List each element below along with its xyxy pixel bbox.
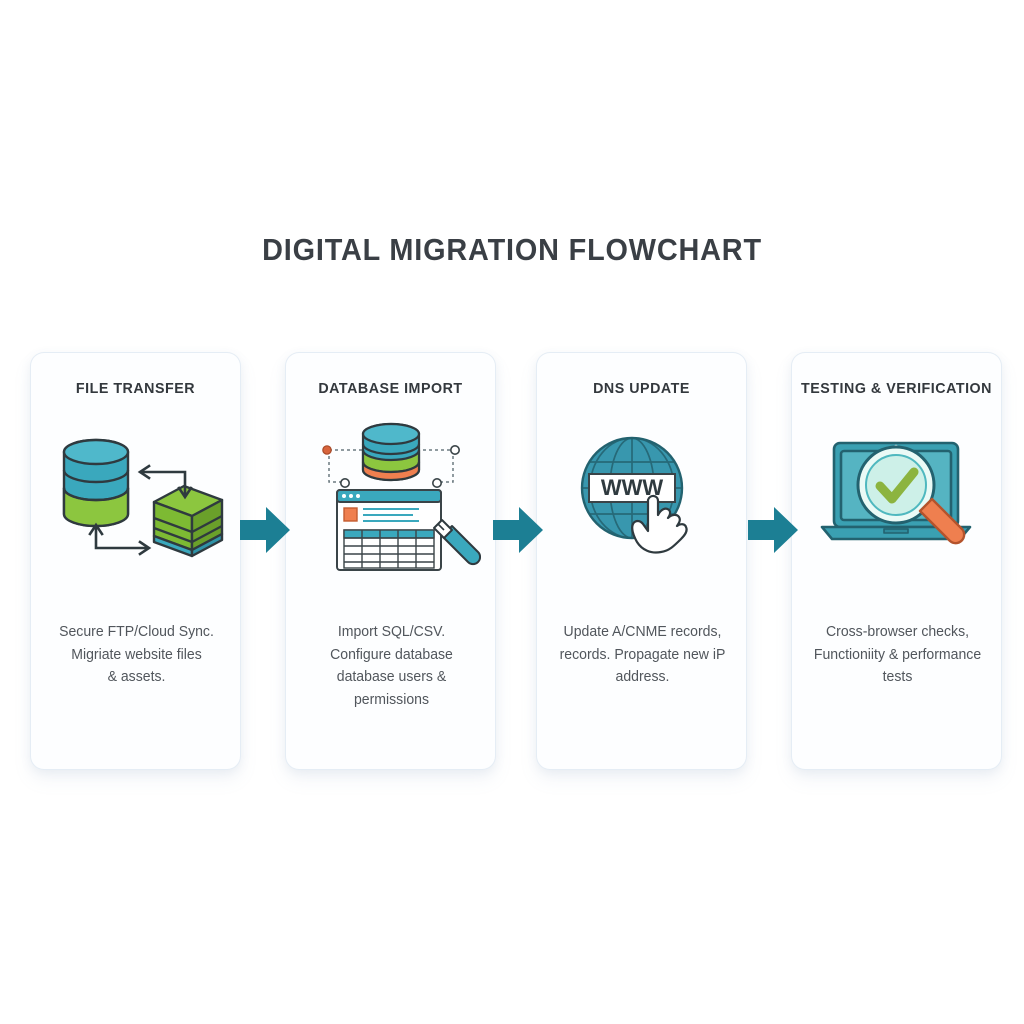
step-card-file-transfer[interactable]: FILE TRANSFER — [30, 352, 241, 770]
step-title: FILE TRANSFER — [75, 380, 196, 397]
arrow-step3-to-step4 — [746, 504, 800, 556]
step-card-database-import[interactable]: DATABASE IMPORT — [285, 352, 496, 770]
arrow-step1-to-step2 — [238, 504, 292, 556]
page-title: DIGITAL MIGRATION FLOWCHART — [262, 232, 762, 267]
arrow-step2-to-step3 — [491, 504, 545, 556]
step-description: Cross-browser checks, Functioniity & per… — [813, 624, 982, 685]
database-spreadsheet-usb-icon — [286, 421, 495, 571]
steps-row: FILE TRANSFER — [0, 352, 1024, 772]
globe-www-click-icon: WWW — [537, 421, 746, 571]
step-description: Update A/CNME records, records. Propagat… — [559, 624, 726, 685]
database-to-server-sync-icon — [31, 421, 240, 571]
step-title: DNS UPDATE — [593, 380, 690, 397]
step-card-testing-verification[interactable]: TESTING & VERIFICATION — [791, 352, 1002, 770]
step-title: DATABASE IMPORT — [318, 380, 463, 397]
laptop-magnifier-check-icon — [792, 421, 1001, 571]
step-title: TESTING & VERIFICATION — [801, 380, 992, 397]
step-description: Import SQL/CSV. Configure database datab… — [330, 624, 453, 708]
step-card-dns-update[interactable]: DNS UPDATE — [536, 352, 747, 770]
step-description: Secure FTP/Cloud Sync. Migriate website … — [59, 624, 214, 685]
